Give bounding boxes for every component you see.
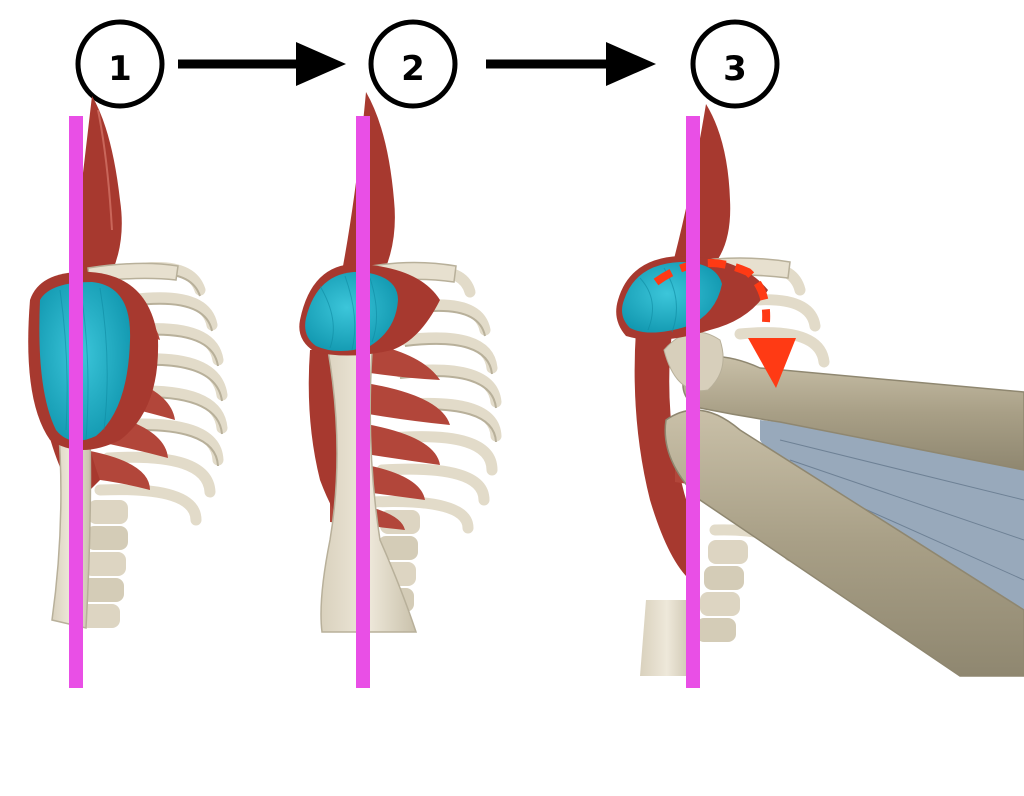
panel-3-reference-line (686, 116, 700, 688)
right-arrow-icon (486, 42, 656, 86)
step-1-number: 1 (108, 49, 132, 89)
step-3-number: 3 (723, 49, 747, 89)
panel-1-illustration (28, 96, 222, 688)
panel-3-lower-bone (640, 600, 694, 676)
step-3-badge: 3 (693, 22, 777, 106)
right-arrow-icon (178, 42, 346, 86)
panel-2-illustration (299, 92, 496, 688)
panel-1-reference-line (69, 116, 83, 688)
step-1-badge: 1 (78, 22, 162, 106)
panel-2-reference-line (356, 116, 370, 688)
panel-3-neck-muscle (670, 104, 730, 274)
step-2-badge: 2 (371, 22, 455, 106)
panel-3-illustration (616, 104, 1024, 688)
step-2-number: 2 (401, 49, 425, 89)
panel-3-spine (696, 540, 748, 642)
